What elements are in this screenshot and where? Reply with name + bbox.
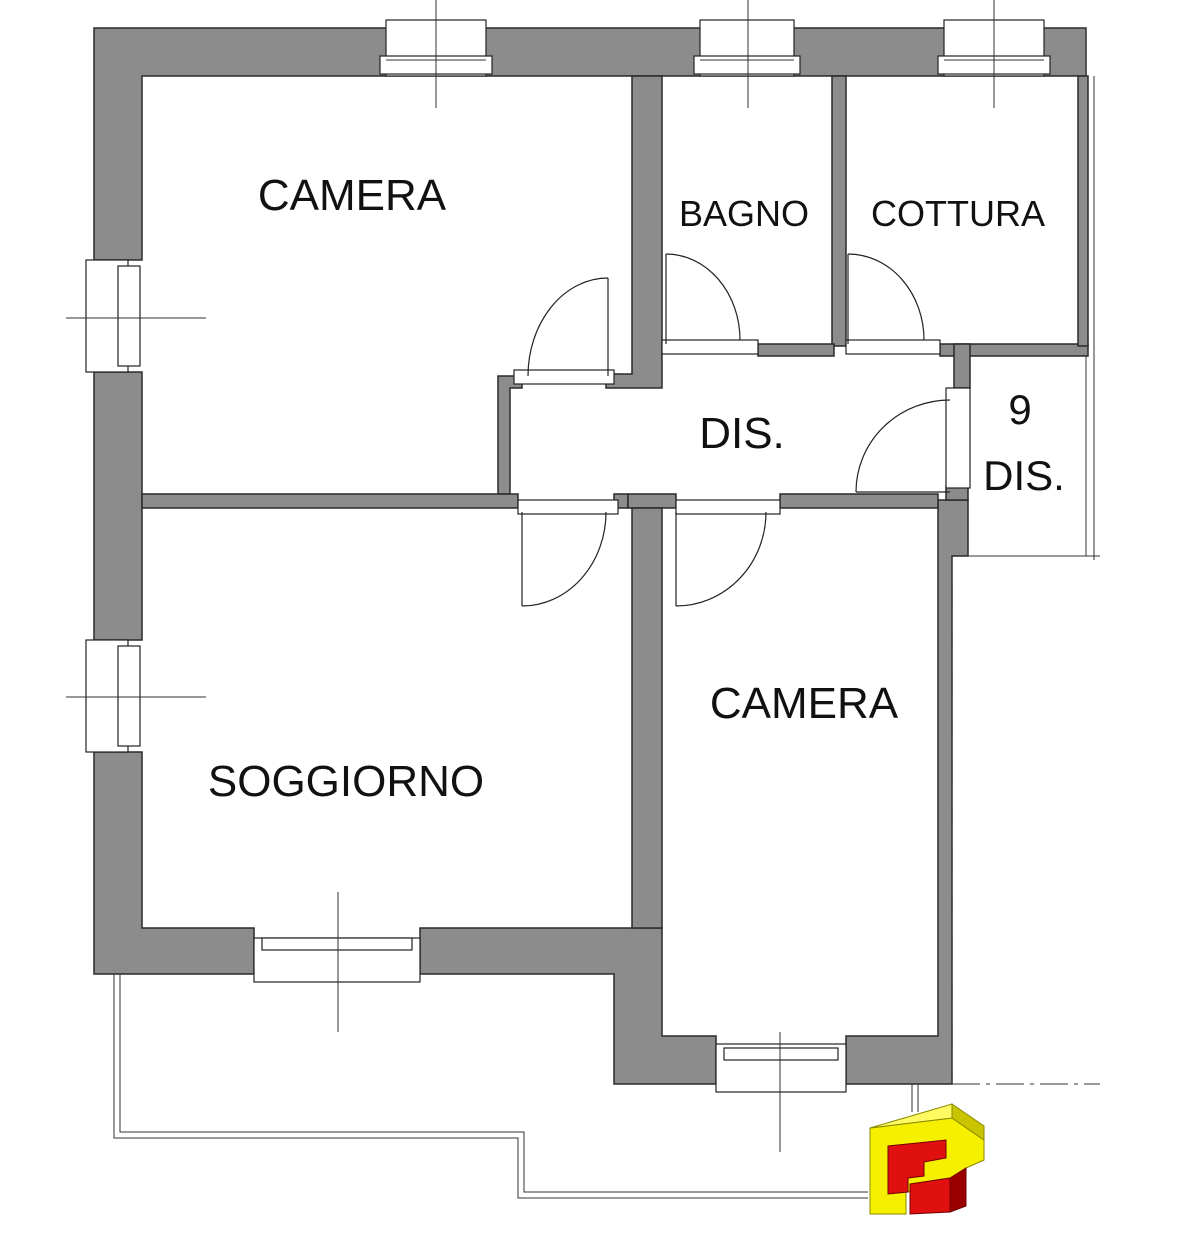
room-label-dis-center: DIS.	[699, 409, 785, 458]
outlines	[113, 28, 1100, 1199]
walls	[93, 27, 1089, 1085]
room-label-bagno: BAGNO	[679, 193, 809, 234]
room-label-cottura: COTTURA	[871, 193, 1045, 234]
logo-icon	[869, 1103, 985, 1215]
room-label-camera-bottom: CAMERA	[710, 679, 899, 728]
room-label-dis-side: DIS.	[983, 452, 1065, 499]
doors	[513, 253, 971, 607]
room-label-camera-top: CAMERA	[258, 171, 447, 220]
room-label-soggiorno: SOGGIORNO	[208, 757, 484, 806]
room-number-dis-side: 9	[1008, 386, 1031, 433]
windows	[66, 0, 1051, 1152]
